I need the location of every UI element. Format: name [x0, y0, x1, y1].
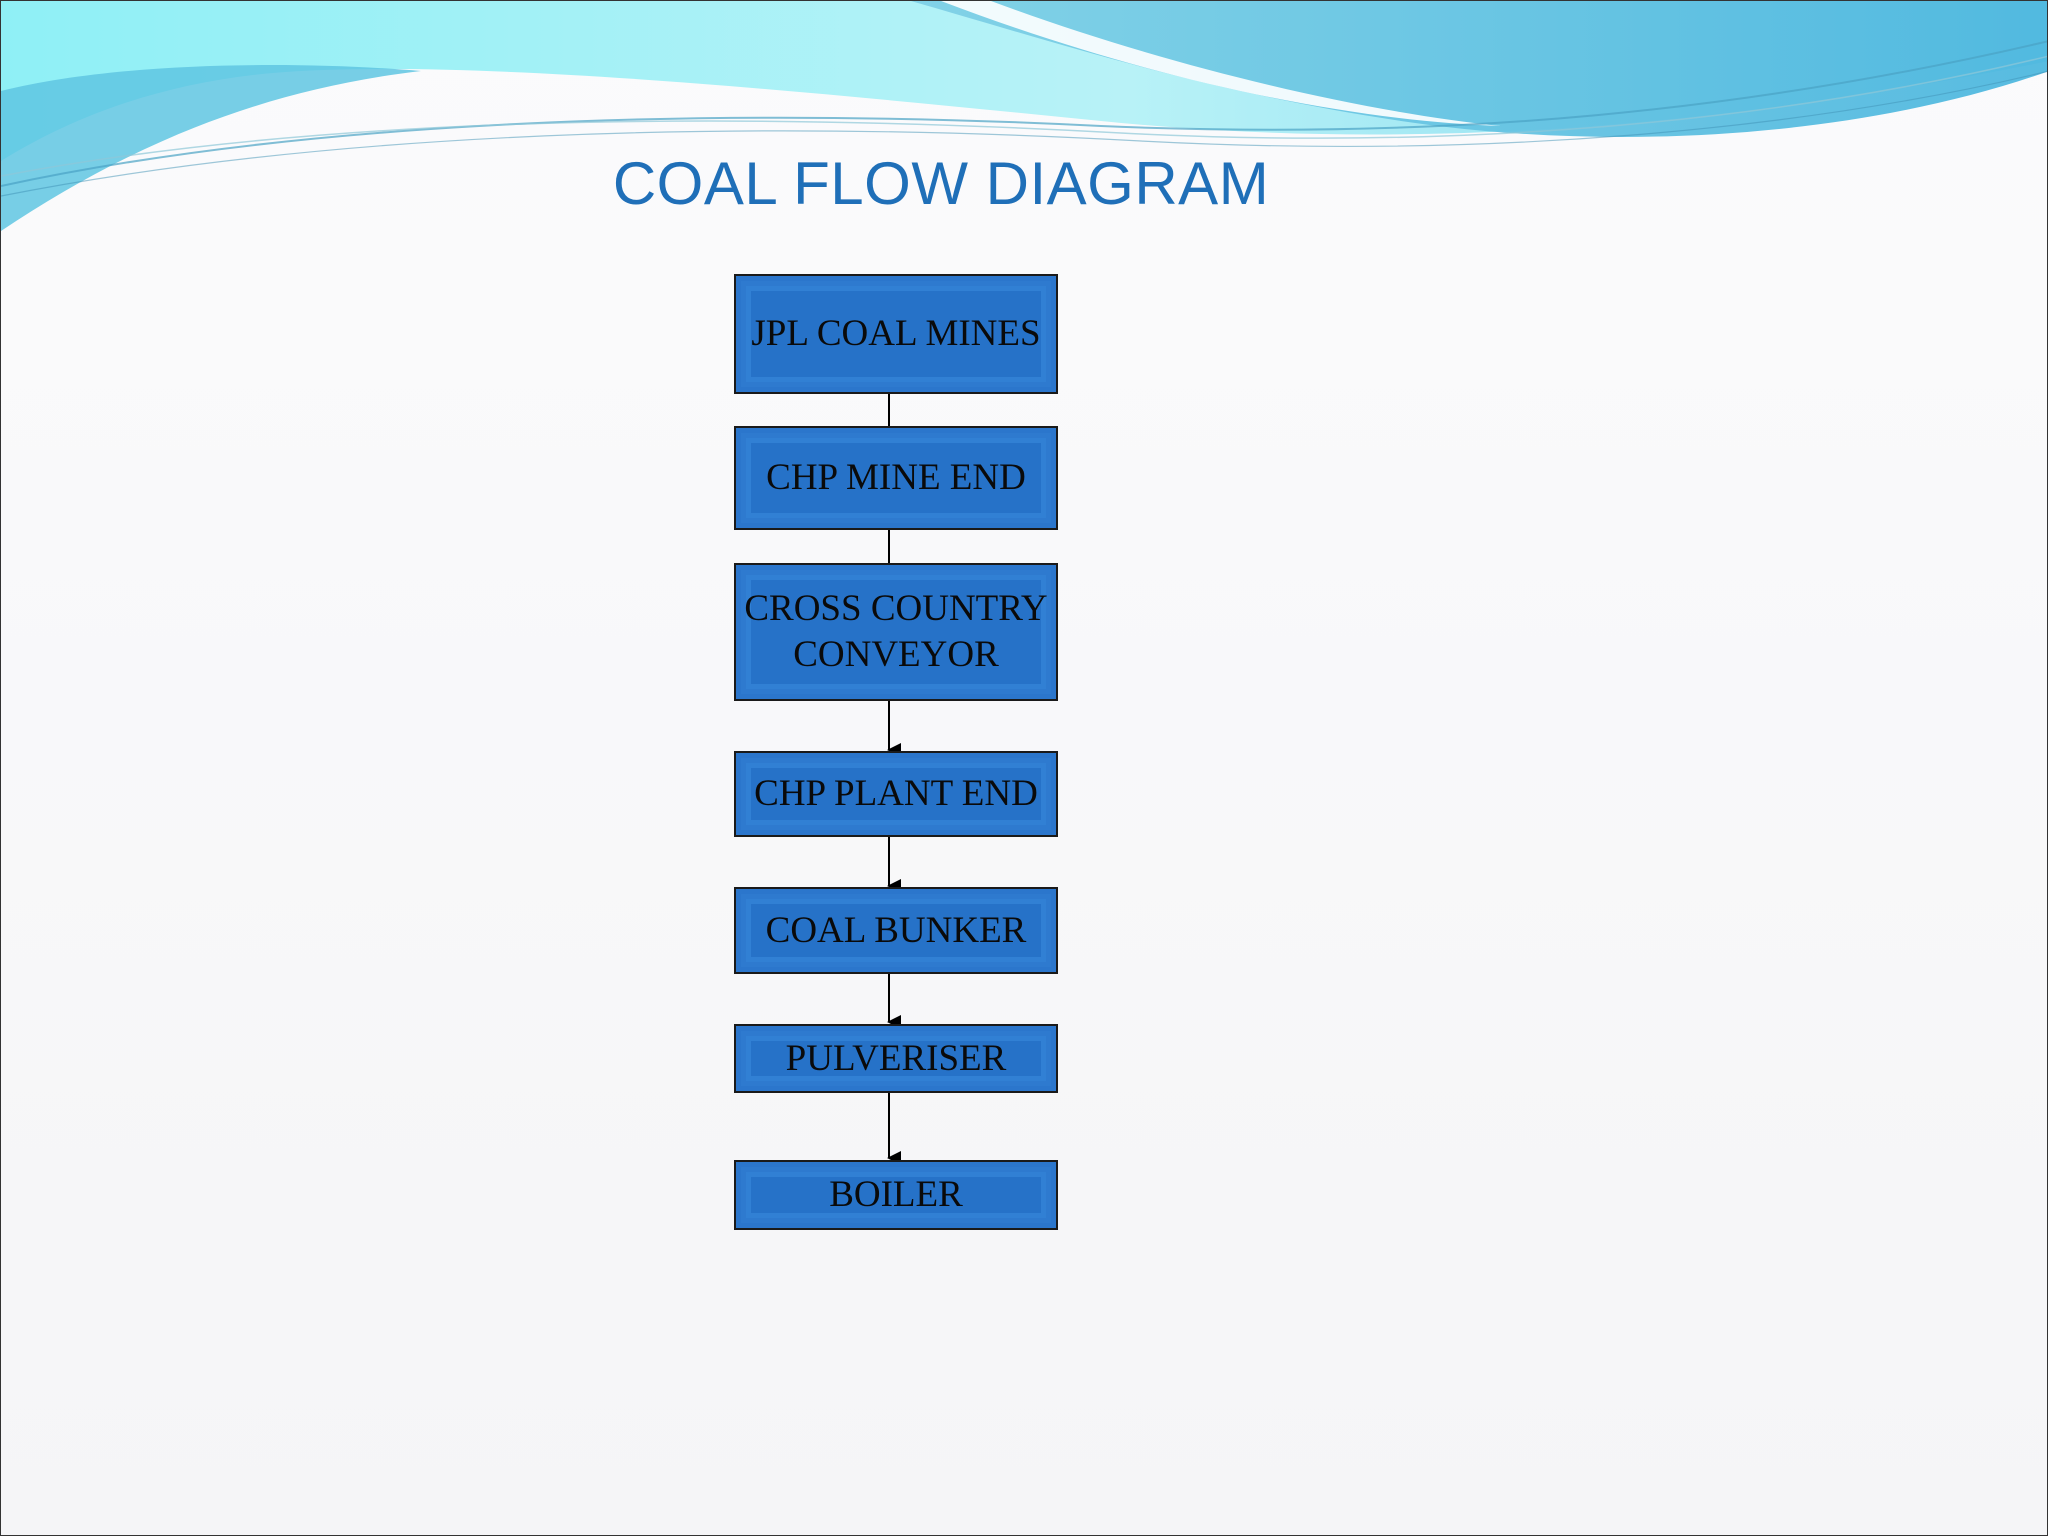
- node-chp-mine-end: CHP MINE END: [734, 426, 1058, 530]
- node-boiler: BOILER: [734, 1160, 1058, 1230]
- node-chp-plant-end: CHP PLANT END: [734, 751, 1058, 837]
- slide-title: COAL FLOW DIAGRAM: [612, 150, 1270, 217]
- node-jpl-coal-mines: JPL COAL MINES: [734, 274, 1058, 394]
- node-coal-bunker: COAL BUNKER: [734, 887, 1058, 974]
- node-cross-country-conveyor: CROSS COUNTRY CONVEYOR: [734, 563, 1058, 701]
- header-wave-decoration: [1, 1, 2047, 231]
- node-pulveriser: PULVERISER: [734, 1024, 1058, 1093]
